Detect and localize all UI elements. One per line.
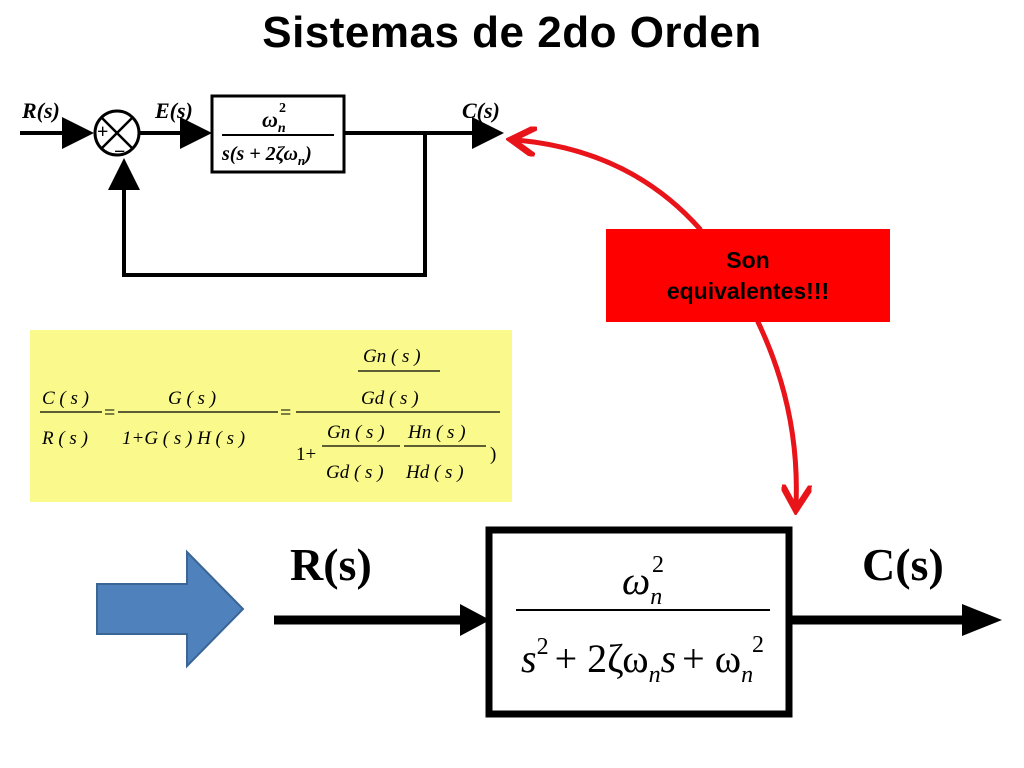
svg-text:ωn: ωn	[622, 558, 662, 610]
closed-loop-formula: C ( s ) R ( s ) = G ( s ) 1+G ( s ) H ( …	[40, 346, 500, 483]
rhs-one-plus: 1+	[296, 444, 316, 465]
rhs-f2-numerator: Hn ( s )	[407, 422, 466, 443]
feedback-path	[108, 133, 427, 277]
red-arrow-to-bottom	[755, 319, 796, 505]
bottom-output-label: C(s)	[862, 539, 944, 590]
bottom-block-diagram: R(s) C(s) ωn 2 s2+ 2ζωns+ ωn 2	[274, 526, 1002, 718]
ctf-num-omega: ω	[622, 558, 650, 603]
ctf-den-term2: + ω	[682, 636, 741, 681]
top-input-label: R(s)	[21, 98, 60, 123]
rhs-f2-denominator: Hd ( s )	[405, 462, 464, 483]
top-block-diagram: + − ωn 2 s(s + 2ζωn) R(s) E(s) C(s)	[20, 94, 504, 277]
bottom-input-arrowhead	[460, 604, 490, 636]
minus-sign: −	[114, 141, 125, 163]
bottom-input-label: R(s)	[290, 539, 372, 590]
ctf-num-sub: n	[650, 584, 662, 610]
rhs-top-denominator: Gd ( s )	[361, 388, 419, 409]
ctf-den-sup2: 2	[752, 632, 764, 658]
svg-text:s(s + 2ζωn): s(s + 2ζωn)	[221, 143, 312, 168]
tf-numerator-omega: ω	[262, 107, 278, 132]
tf-numerator-sub: n	[278, 121, 286, 136]
lhs-denominator: R ( s )	[41, 428, 88, 449]
rhs-f1-denominator: Gd ( s )	[326, 462, 384, 483]
page-title: Sistemas de 2do Orden	[262, 8, 762, 57]
equivalence-callout: Son equivalentes!!!	[606, 229, 890, 322]
equals-2: =	[280, 402, 291, 424]
right-arrow-icon	[96, 549, 245, 669]
ctf-num-sup: 2	[652, 552, 664, 578]
tf-denominator-sub: n	[298, 153, 305, 168]
ctf-den-s: s	[521, 636, 537, 681]
top-output-label: C(s)	[462, 98, 500, 123]
plus-sign: +	[97, 121, 108, 143]
tf-denominator-close: )	[303, 143, 312, 165]
closed-loop-formula-box: C ( s ) R ( s ) = G ( s ) 1+G ( s ) H ( …	[30, 330, 512, 502]
equivalence-arrows	[516, 140, 796, 505]
svg-text:s2+ 2ζωns+ ωn: s2+ 2ζωns+ ωn	[521, 634, 753, 688]
rhs-f1-numerator: Gn ( s )	[327, 422, 385, 443]
equals-1: =	[104, 402, 115, 424]
ctf-den-sub1: n	[649, 662, 661, 688]
tf-numerator-sup: 2	[279, 101, 286, 116]
red-arrow-to-top	[516, 140, 703, 232]
ctf-den-term1: + 2ζω	[555, 636, 649, 681]
top-error-label: E(s)	[154, 98, 193, 123]
svg-text:ωn: ωn	[262, 107, 286, 136]
mid-numerator: G ( s )	[168, 388, 216, 409]
summing-junction: + −	[93, 109, 141, 163]
mid-denominator: 1+G ( s ) H ( s )	[122, 428, 245, 449]
ctf-den-s2: s	[661, 636, 677, 681]
lhs-numerator: C ( s )	[42, 388, 89, 409]
ctf-den-s-sup: 2	[537, 634, 549, 660]
callout-line-2: equivalentes!!!	[666, 277, 830, 304]
callout-line-1: Son	[726, 246, 770, 273]
bottom-output-arrowhead	[962, 604, 1002, 636]
rhs-close-paren: )	[490, 444, 496, 465]
closed-loop-tf-block	[485, 526, 793, 718]
ctf-den-sub2: n	[741, 662, 753, 688]
rhs-top-numerator: Gn ( s )	[363, 346, 421, 367]
tf-denominator: s(s + 2ζω	[221, 143, 298, 165]
